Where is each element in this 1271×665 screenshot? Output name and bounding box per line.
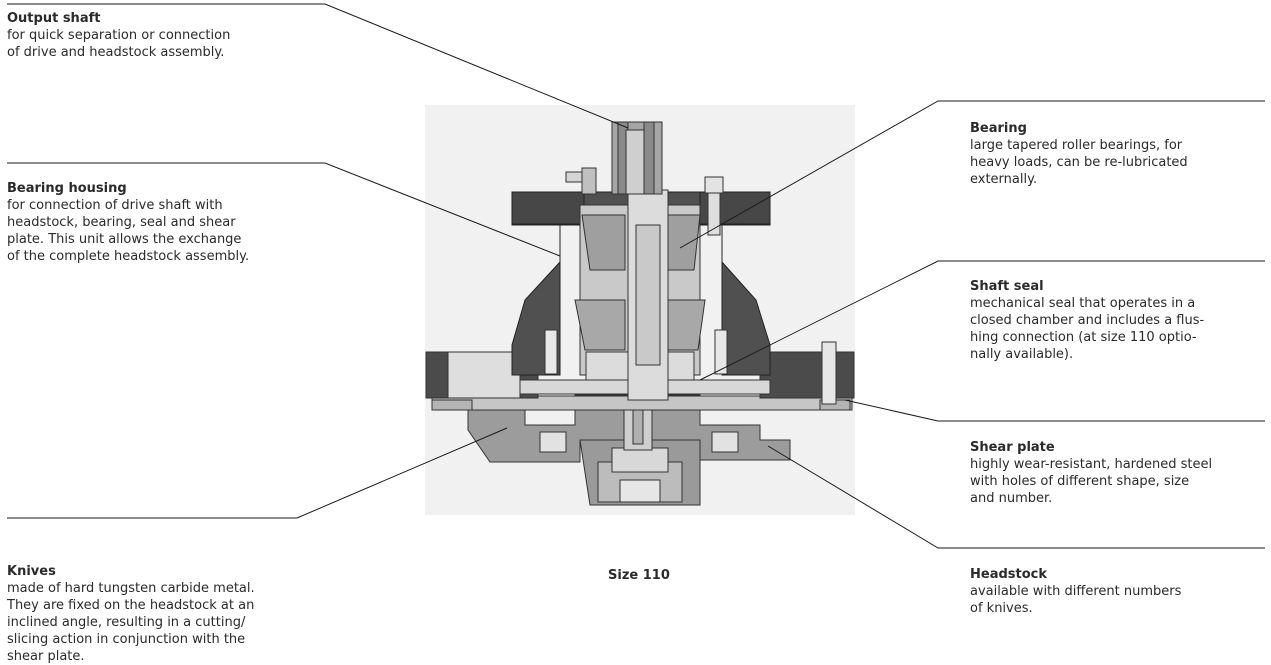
callout-headstock-title: Headstock	[970, 567, 1048, 582]
leader-lines	[7, 3, 1265, 549]
leader-knives	[7, 427, 508, 519]
callout-shear-plate: Shear plate highly wear-resistant, harde…	[970, 439, 1265, 507]
callout-bearing-desc: large tapered roller bearings, for heavy…	[970, 138, 1188, 187]
leader-output-shaft	[7, 3, 629, 129]
shear-plate	[431, 395, 853, 411]
knife-hub	[579, 439, 701, 506]
callout-output-shaft-desc: for quick separation or connection of dr…	[7, 28, 231, 60]
callout-shear-plate-desc: highly wear-resistant, hardened steel wi…	[970, 457, 1213, 506]
callout-shaft-seal-desc: mechanical seal that operates in a close…	[970, 296, 1205, 362]
callout-knives-desc: made of hard tungsten carbide metal. The…	[7, 581, 255, 664]
callout-headstock: Headstock available with different numbe…	[970, 566, 1265, 617]
bearing-housing-body	[511, 191, 771, 376]
leader-headstock	[767, 445, 1265, 549]
callout-bearing: Bearing large tapered roller bearings, f…	[970, 120, 1265, 188]
lube-fitting	[565, 167, 724, 236]
callout-knives: Knives made of hard tungsten carbide met…	[7, 563, 327, 665]
callout-shaft-seal: Shaft seal mechanical seal that operates…	[970, 278, 1265, 363]
leader-bearing-housing	[7, 162, 561, 257]
central-shaft	[627, 189, 669, 401]
callout-shear-plate-title: Shear plate	[970, 440, 1055, 455]
callout-bearing-housing-desc: for connection of drive shaft with heads…	[7, 198, 250, 264]
callout-output-shaft-title: Output shaft	[7, 11, 101, 26]
diagram-caption: Size 110	[608, 568, 670, 583]
callout-knives-title: Knives	[7, 564, 56, 579]
leader-shear-plate	[844, 399, 1265, 422]
callout-bearing-housing: Bearing housing for connection of drive …	[7, 180, 327, 265]
callout-headstock-desc: available with different numbers of kniv…	[970, 584, 1182, 616]
callout-bearing-title: Bearing	[970, 121, 1027, 136]
callout-shaft-seal-title: Shaft seal	[970, 279, 1044, 294]
flange-plates	[425, 341, 855, 405]
leader-shaft-seal	[699, 260, 1265, 381]
callout-bearing-housing-title: Bearing housing	[7, 181, 127, 196]
leader-bearing	[679, 100, 1265, 249]
callout-output-shaft: Output shaft for quick separation or con…	[7, 10, 327, 61]
output-shaft-part	[611, 121, 663, 195]
